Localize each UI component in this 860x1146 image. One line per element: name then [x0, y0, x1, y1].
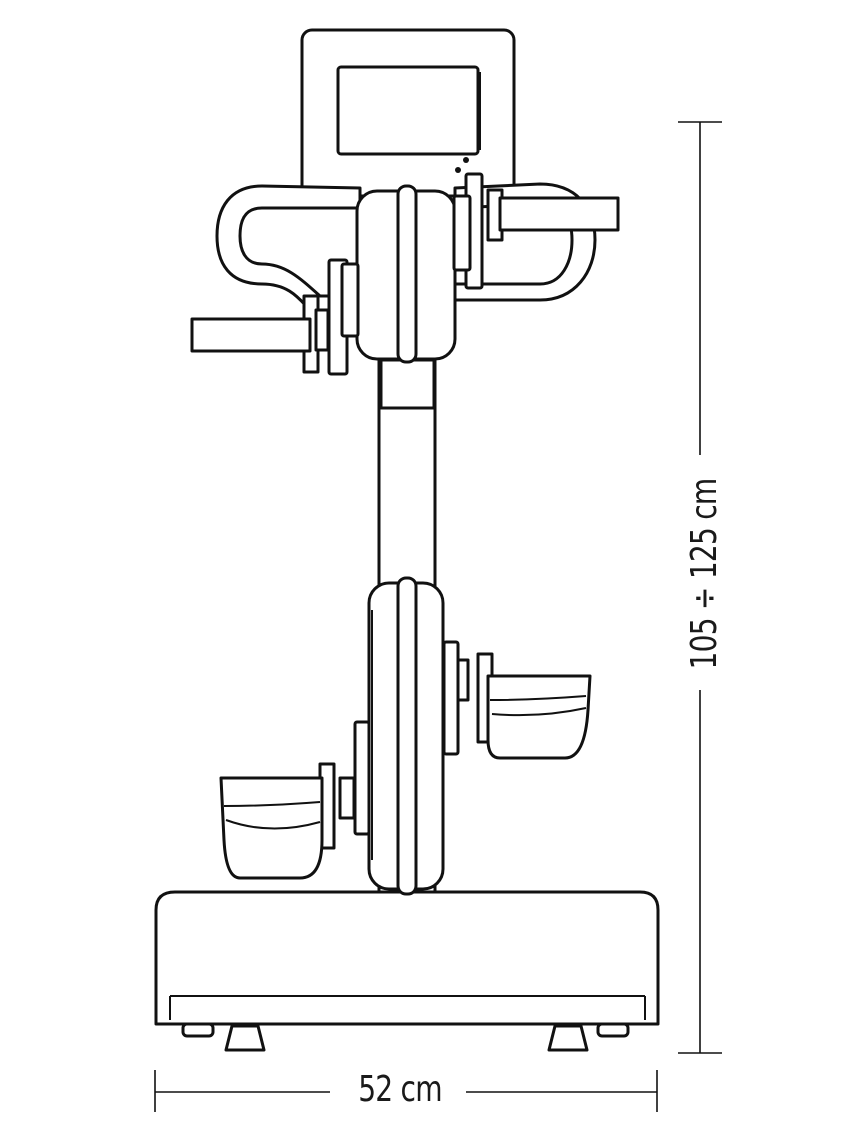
display-screen [336, 65, 480, 156]
lower-crank-unit [318, 576, 494, 896]
base-foot [181, 1022, 215, 1038]
console-dot [455, 167, 461, 173]
leveling-foot [224, 1024, 266, 1052]
height-dimension-label: 105 ÷ 125 cm [684, 478, 725, 670]
console-dot [463, 157, 469, 163]
right-foot-pedal [486, 674, 592, 760]
height-dimension [678, 121, 722, 1054]
console [300, 28, 516, 198]
left-hand-grip [190, 317, 312, 353]
width-dimension-label: 52 cm [358, 1069, 442, 1110]
base [154, 890, 660, 1052]
right-hand-grip [498, 196, 620, 232]
leveling-foot [547, 1024, 589, 1052]
base-foot [596, 1022, 630, 1038]
width-dimension [154, 1070, 658, 1112]
upper-crank-unit [190, 172, 620, 376]
left-foot-pedal [219, 776, 324, 880]
